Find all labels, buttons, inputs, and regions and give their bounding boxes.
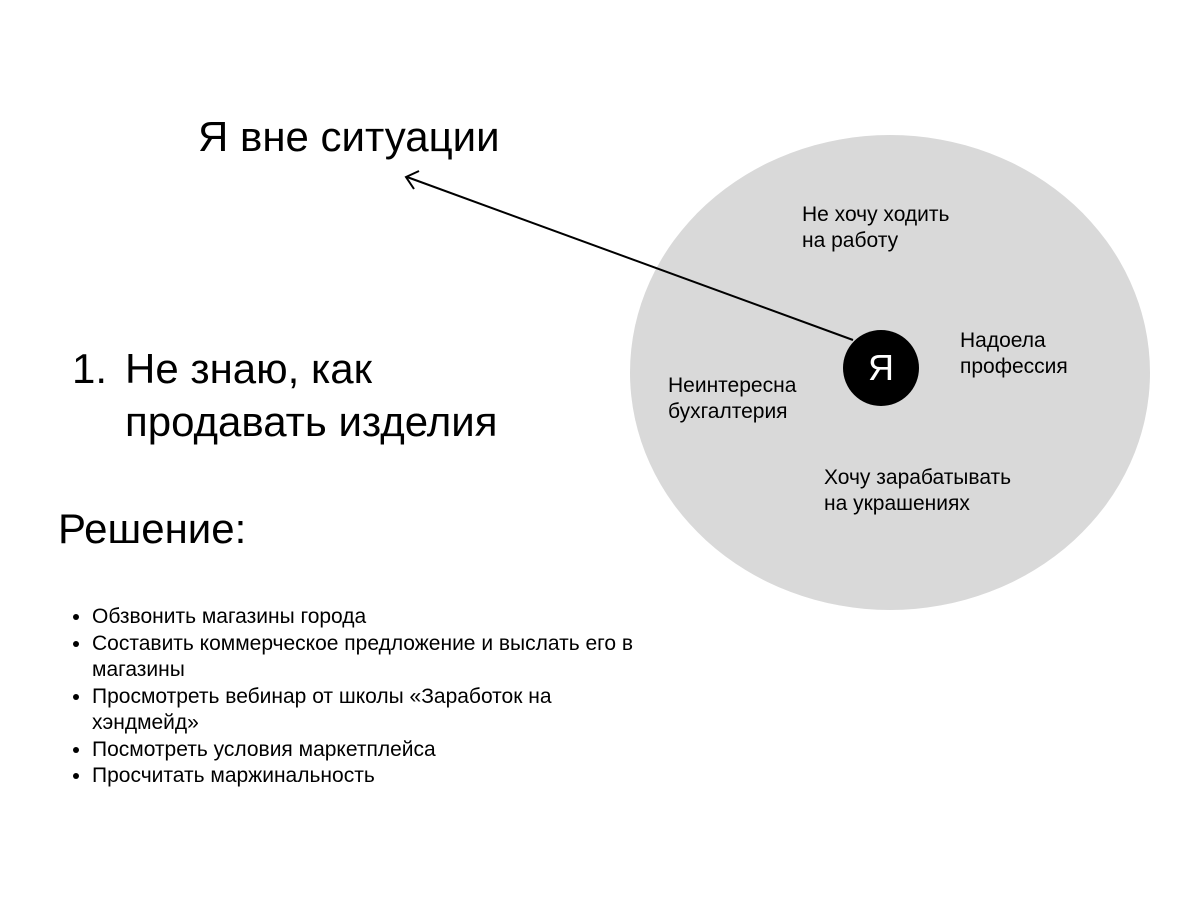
label-line: Надоела — [960, 329, 1046, 352]
circle-label-work: Не хочу ходить на работу — [802, 202, 949, 254]
problem-text: Не знаю, как продавать изделия — [125, 342, 497, 448]
solution-list: Обзвонить магазины города Составить комм… — [62, 604, 652, 790]
list-item: Составить коммерческое предложение и выс… — [92, 631, 652, 684]
list-item: Просчитать маржинальность — [92, 763, 652, 790]
outside-situation-label: Я вне ситуации — [198, 113, 500, 160]
problem-item: 1. Не знаю, как продавать изделия — [72, 342, 497, 448]
problem-number: 1. — [72, 345, 108, 392]
label-line: на украшениях — [824, 492, 970, 515]
label-line: Не хочу ходить — [802, 203, 950, 226]
circle-label-jewelry: Хочу зарабатывать на украшениях — [824, 465, 1011, 517]
label-line: профессия — [960, 355, 1068, 378]
label-line: Неинтересна — [668, 374, 797, 397]
circle-label-accounting: Неинтересна бухгалтерия — [668, 373, 796, 425]
list-item: Обзвонить магазины города — [92, 604, 652, 631]
list-item: Посмотреть условия маркетплейса — [92, 737, 652, 764]
problem-line: Не знаю, как — [125, 345, 373, 392]
me-node: Я — [843, 330, 919, 406]
label-line: на работу — [802, 229, 899, 252]
solution-heading: Решение: — [58, 505, 247, 552]
label-line: Хочу зарабатывать — [824, 466, 1012, 489]
me-label: Я — [868, 347, 894, 388]
circle-label-profession: Надоела профессия — [960, 328, 1068, 380]
label-line: бухгалтерия — [668, 400, 788, 423]
list-item: Просмотреть вебинар от школы «Заработок … — [92, 684, 652, 737]
problem-line: продавать изделия — [125, 398, 498, 445]
